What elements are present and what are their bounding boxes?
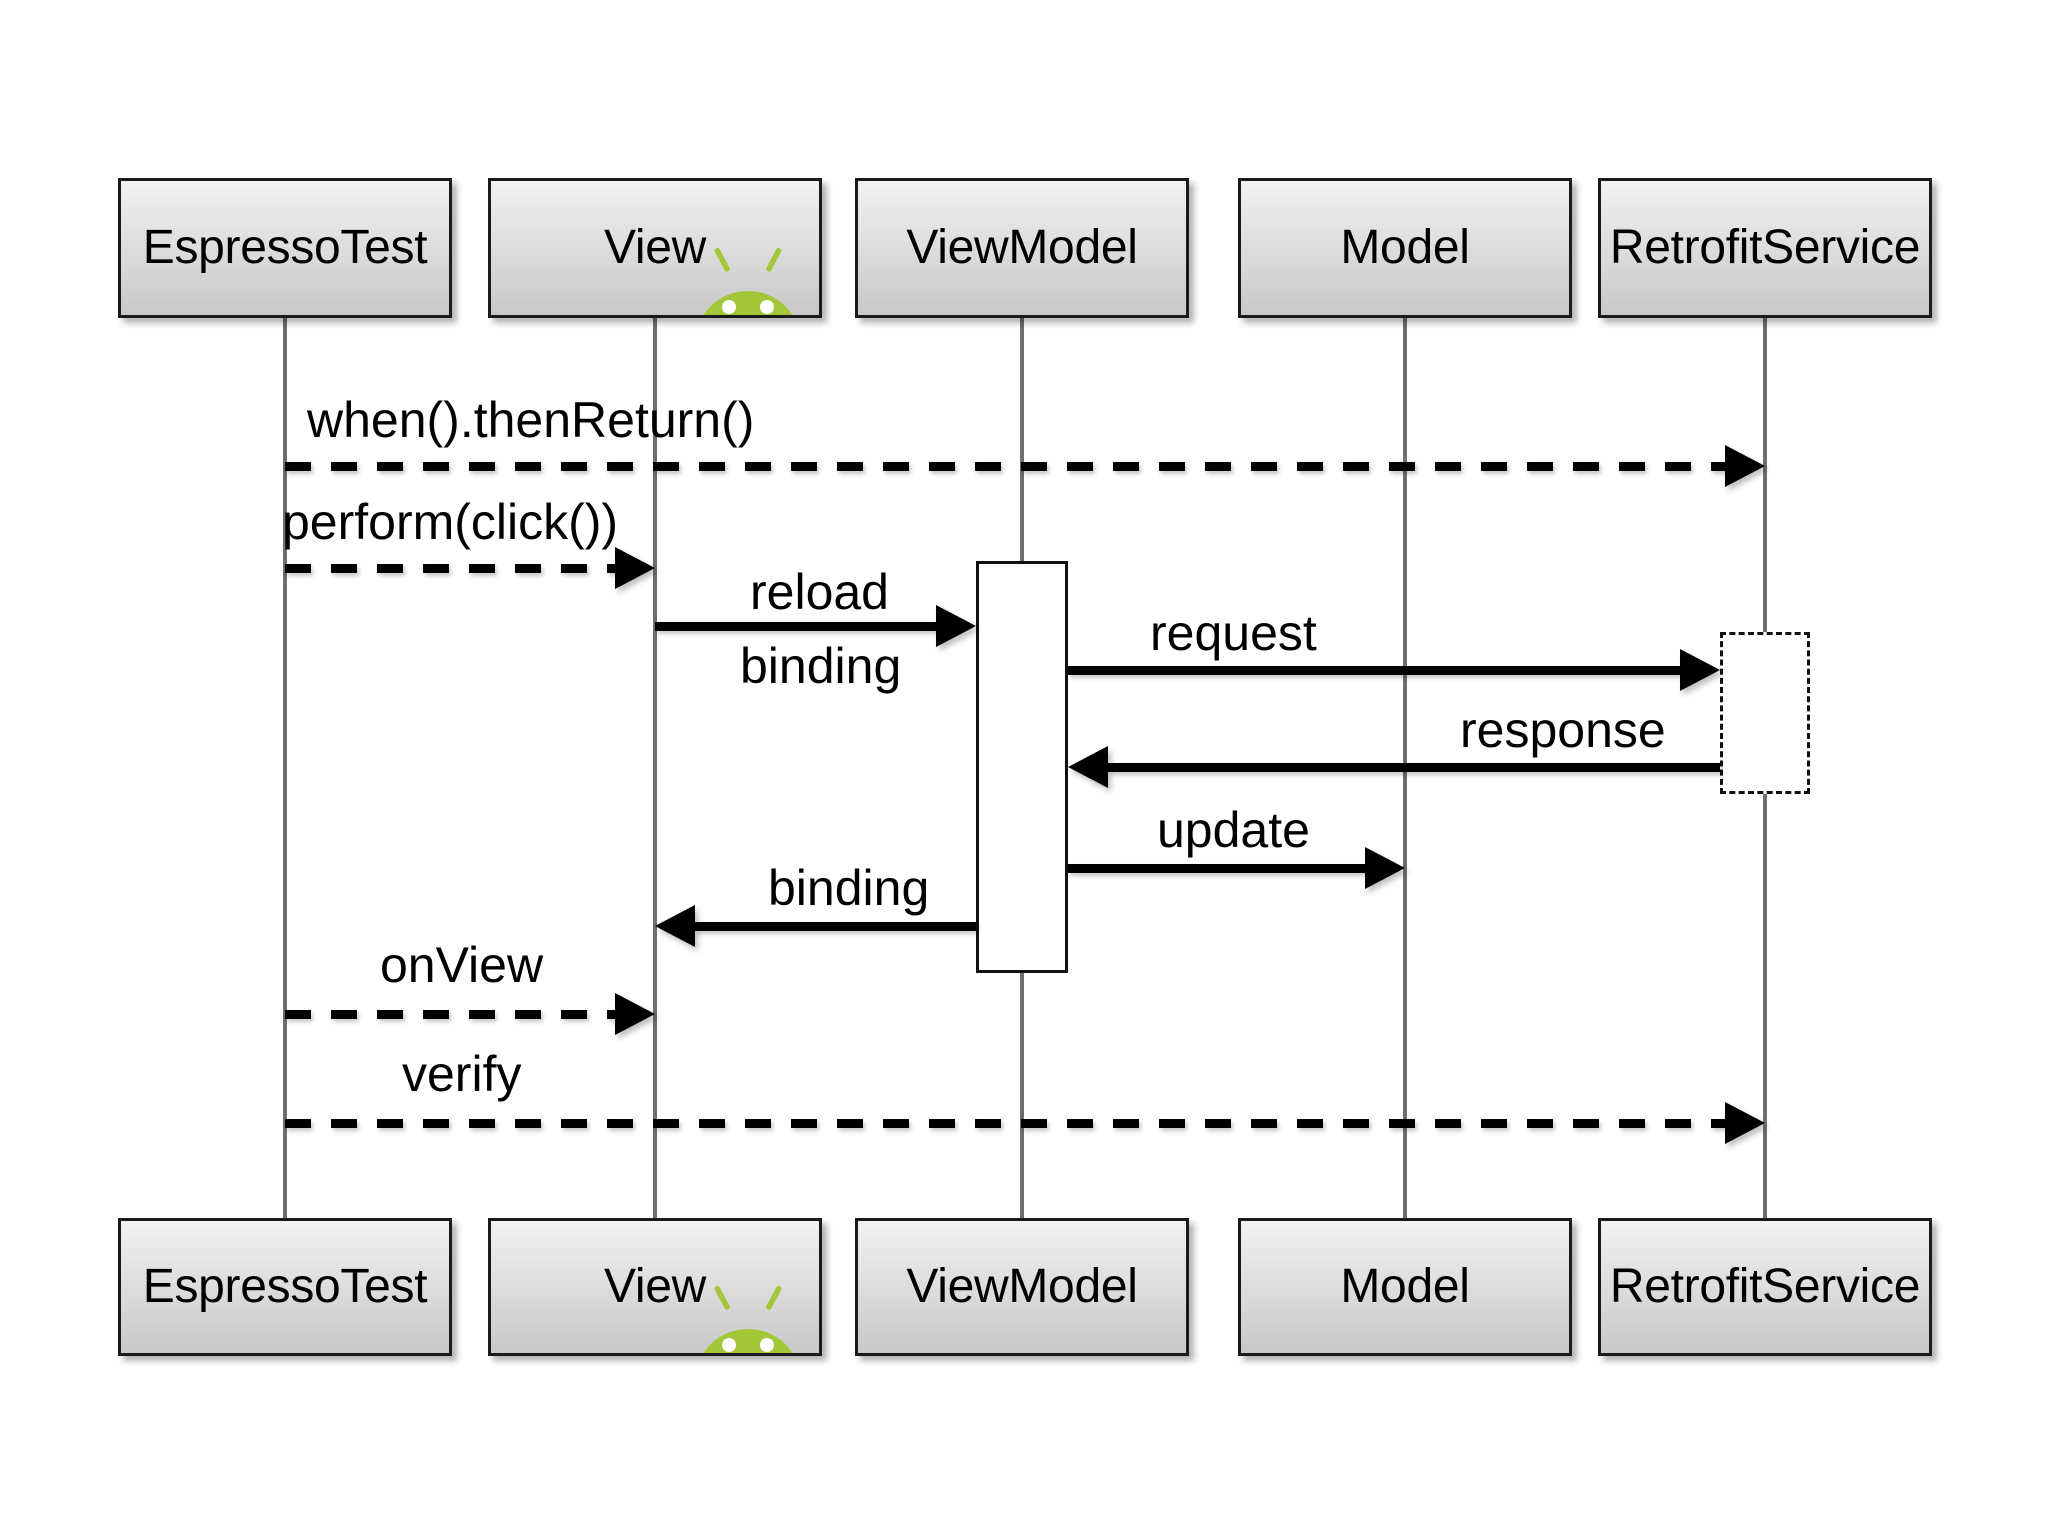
android-icon xyxy=(703,248,793,315)
activation-bar-view-model xyxy=(976,561,1068,973)
message-label-perform-click: perform(click()) xyxy=(282,494,619,550)
message-label-reload: reload xyxy=(750,564,889,620)
message-label-request: request xyxy=(1150,605,1317,661)
participant-footer-label-retrofit-service: RetrofitService xyxy=(1609,1260,1921,1313)
participant-header-espresso-test[interactable]: EspressoTest xyxy=(118,178,452,318)
participant-header-label-espresso-test: EspressoTest xyxy=(142,221,428,274)
message-label-response: response xyxy=(1460,702,1666,758)
message-label-update: update xyxy=(1157,802,1310,858)
participant-header-view-model[interactable]: ViewModel xyxy=(855,178,1189,318)
message-label-binding: binding xyxy=(768,860,930,916)
message-label-on-view: onView xyxy=(380,937,544,993)
participant-header-label-retrofit-service: RetrofitService xyxy=(1609,221,1921,274)
lifeline-espresso-test xyxy=(283,318,287,1220)
participant-header-label-view: View xyxy=(604,221,706,274)
participant-footer-label-view-model: ViewModel xyxy=(906,1260,1138,1313)
participant-footer-label-model: Model xyxy=(1340,1260,1470,1313)
participant-footer-label-view: View xyxy=(604,1260,706,1313)
participant-header-retrofit-service[interactable]: RetrofitService xyxy=(1598,178,1932,318)
message-label-when-then-return: when().thenReturn() xyxy=(307,392,755,448)
participant-header-model[interactable]: Model xyxy=(1238,178,1572,318)
participant-footer-view[interactable]: View xyxy=(488,1218,822,1356)
activation-bar-retrofit-service xyxy=(1720,632,1810,794)
participant-footer-espresso-test[interactable]: EspressoTest xyxy=(118,1218,452,1356)
participant-footer-view-model[interactable]: ViewModel xyxy=(855,1218,1189,1356)
participant-header-label-view-model: ViewModel xyxy=(906,221,1138,274)
participant-header-label-model: Model xyxy=(1340,221,1470,274)
android-icon xyxy=(703,1286,793,1353)
lifeline-view xyxy=(653,318,657,1220)
participant-footer-label-espresso-test: EspressoTest xyxy=(142,1260,428,1313)
participant-footer-model[interactable]: Model xyxy=(1238,1218,1572,1356)
message-label-verify: verify xyxy=(402,1046,522,1102)
message-label-reload-binding: binding xyxy=(740,638,902,694)
participant-header-view[interactable]: View xyxy=(488,178,822,318)
participant-footer-retrofit-service[interactable]: RetrofitService xyxy=(1598,1218,1932,1356)
